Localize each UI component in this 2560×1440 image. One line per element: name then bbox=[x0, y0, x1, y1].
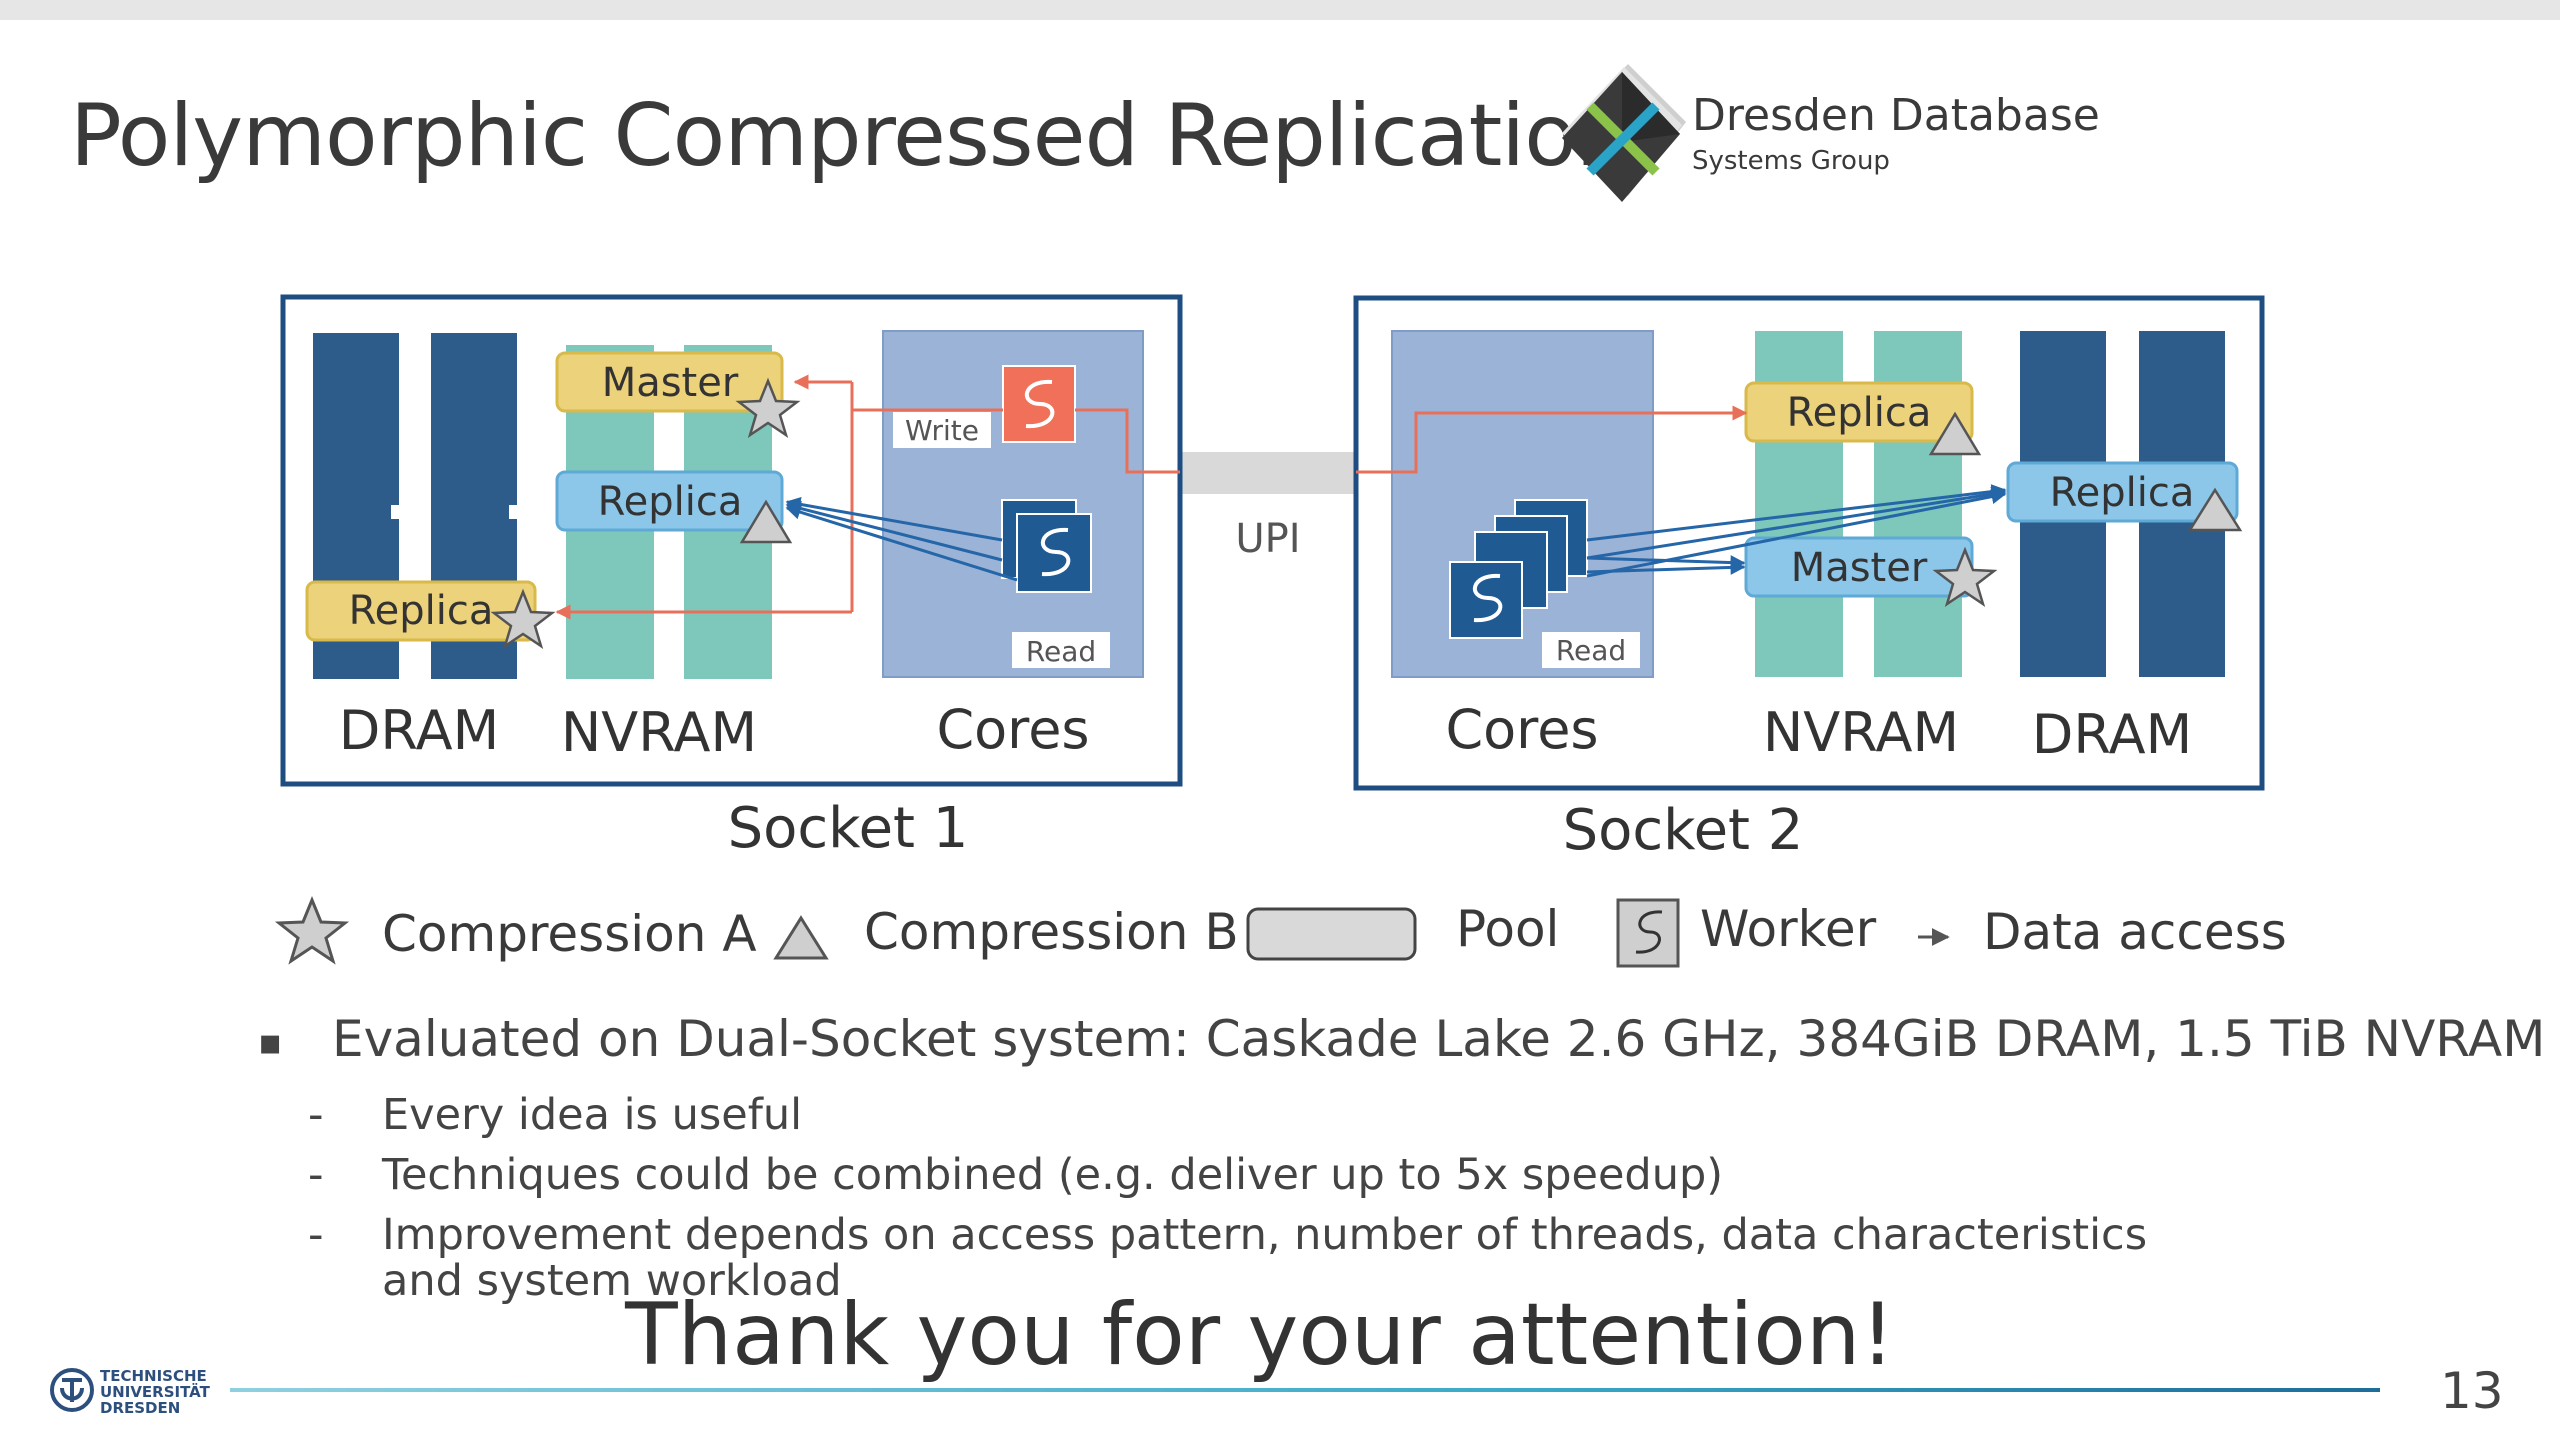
page-number: 13 bbox=[2440, 1362, 2504, 1420]
logo-subtitle: Systems Group bbox=[1692, 146, 1890, 176]
legend-worker: Worker bbox=[1700, 900, 1877, 958]
read-arrow bbox=[1586, 486, 2007, 560]
compression-b-triangle-icon bbox=[1928, 411, 1982, 456]
dash-marker: - bbox=[308, 1210, 324, 1260]
bullet-sub-3-line-1: Improvement depends on access pattern, n… bbox=[382, 1210, 2148, 1260]
socket-1-read-worker-icon bbox=[1001, 499, 1092, 593]
diamond-logo-icon bbox=[1562, 64, 1686, 202]
socket-1-nvram-label: NVRAM bbox=[561, 701, 757, 764]
upi-pool-bar bbox=[1180, 452, 1356, 494]
legend-pool: Pool bbox=[1456, 900, 1560, 958]
footer-line bbox=[230, 1388, 2380, 1392]
socket-1-label: Socket 1 bbox=[728, 796, 969, 861]
write-arrow-remote-replica bbox=[1356, 405, 1748, 474]
write-tag bbox=[893, 412, 991, 448]
compression-a-star-icon bbox=[490, 588, 556, 649]
legend-star-icon bbox=[274, 896, 350, 965]
write-worker-icon bbox=[1002, 365, 1076, 443]
read-tag bbox=[1542, 632, 1640, 668]
bullet-sub-3-line-2: and system workload bbox=[382, 1256, 842, 1306]
socket-2: Replica Master Replica Read Cores NVRAM bbox=[1353, 295, 2265, 863]
socket-2-label: Socket 2 bbox=[1563, 798, 1804, 863]
write-label: Write bbox=[905, 414, 979, 447]
bullet-marker: ▪ bbox=[258, 1022, 283, 1063]
socket-1-replica-nvram-block bbox=[555, 470, 784, 532]
bullet-sub-1: Every idea is useful bbox=[382, 1090, 803, 1140]
bullet-main: Evaluated on Dual-Socket system: Caskade… bbox=[332, 1010, 2546, 1068]
compression-a-star-icon bbox=[735, 377, 801, 438]
socket-1-read-label: Read bbox=[1026, 635, 1096, 668]
compression-b-triangle-icon bbox=[2187, 487, 2243, 532]
socket-2-read-worker-icon bbox=[1449, 499, 1588, 639]
socket-1: Master Replica Replica Write Read bbox=[280, 294, 1183, 861]
socket-2-replica-dram-label: Replica bbox=[2050, 470, 2195, 516]
legend-pool-icon bbox=[1246, 907, 1417, 961]
socket-2-nvram-label: NVRAM bbox=[1763, 701, 1959, 764]
socket-1-master-label: Master bbox=[602, 360, 739, 406]
closing-text: Thank you for your attention! bbox=[625, 1285, 1895, 1385]
socket-2-replica-dram-block bbox=[2006, 461, 2239, 523]
legend-compression-b: Compression B bbox=[864, 903, 1239, 961]
legend-worker-icon bbox=[1616, 898, 1680, 968]
tu-dresden-emblem-icon bbox=[50, 1368, 94, 1412]
read-arrow bbox=[1586, 555, 1746, 571]
socket-2-cores-label: Cores bbox=[1445, 698, 1598, 761]
slide-title: Polymorphic Compressed Replication bbox=[70, 86, 1630, 186]
legend-triangle-icon bbox=[773, 915, 829, 960]
legend-compression-a: Compression A bbox=[382, 905, 757, 963]
tu-dresden-wordmark: TECHNISCHE UNIVERSITÄT DRESDEN bbox=[100, 1367, 210, 1417]
legend-data-access: Data access bbox=[1983, 903, 2287, 961]
compression-b-triangle-icon bbox=[739, 499, 793, 544]
socket-1-cores-label: Cores bbox=[936, 698, 1089, 761]
dash-marker: - bbox=[308, 1150, 324, 1200]
socket-2-master-label: Master bbox=[1791, 545, 1928, 591]
socket-1-replica-nvram-label: Replica bbox=[598, 479, 743, 525]
top-strip bbox=[0, 0, 2560, 20]
read-arrow bbox=[1586, 484, 2007, 542]
tu-dresden-logo: TECHNISCHE UNIVERSITÄT DRESDEN bbox=[48, 1362, 218, 1422]
write-arrow-upi bbox=[1075, 408, 1180, 474]
upi-label: UPI bbox=[1235, 516, 1300, 562]
read-arrow bbox=[785, 504, 1018, 582]
dresden-database-logo: Dresden Database Systems Group bbox=[1552, 62, 2112, 212]
socket-2-read-label: Read bbox=[1556, 634, 1626, 667]
socket-1-replica-dram-label: Replica bbox=[349, 588, 494, 634]
dash-marker: - bbox=[308, 1090, 324, 1140]
read-tag bbox=[1012, 632, 1110, 668]
compression-a-star-icon bbox=[1932, 546, 1998, 607]
read-arrow bbox=[785, 501, 1003, 562]
logo-name: Dresden Database bbox=[1692, 90, 2100, 141]
read-arrow bbox=[1586, 489, 2007, 578]
socket-1-dram-label: DRAM bbox=[339, 699, 499, 762]
bullet-sub-2: Techniques could be combined (e.g. deliv… bbox=[382, 1150, 1724, 1200]
read-arrow bbox=[1586, 559, 1746, 575]
socket-1-master-block bbox=[555, 351, 784, 413]
socket-2-replica-nvram-label: Replica bbox=[1787, 390, 1932, 436]
socket-2-dram-label: DRAM bbox=[2032, 703, 2192, 766]
read-arrow bbox=[785, 496, 1003, 542]
